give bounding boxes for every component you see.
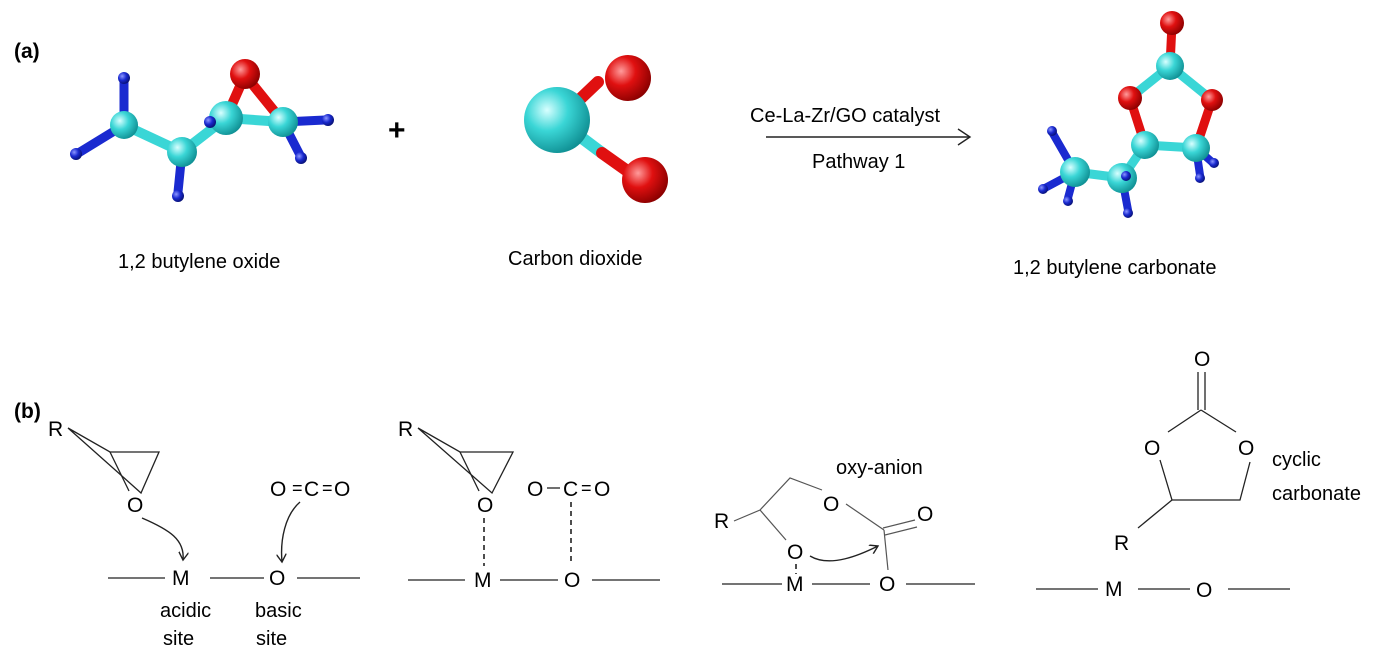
basic-site-label: basic [255,600,302,622]
carbon-atom [1060,157,1090,187]
mechanism-step-2: R O O C = O M O [398,418,660,592]
co2-oxygen: O [527,478,543,501]
hydrogen-atom [1209,158,1219,168]
product-name: 1,2 butylene carbonate [1013,257,1217,279]
mechanism-step-4: O O O R cyclic carbonate M O [1036,348,1361,602]
svg-text:=: = [581,478,592,498]
hydrogen-atom [1047,126,1057,136]
carbon-atom [110,111,138,139]
curved-arrow [282,501,301,562]
hydrogen-atom [1038,184,1048,194]
reactant1-name: 1,2 butylene oxide [118,251,280,273]
hydrogen-atom [118,72,130,84]
epoxide-ring [67,427,160,495]
oxygen-atom [1160,11,1184,35]
epoxide-ring [417,427,515,495]
butylene-carbonate-model [1038,11,1223,218]
hydrogen-atom [70,148,82,160]
acidic-site-label: acidic [160,600,211,622]
co2-oxygen: O [270,478,286,501]
surface-oxygen: O [269,567,285,590]
carbon-atom [209,101,243,135]
r-group: R [398,418,413,441]
hydrogen-atom [1195,173,1205,183]
metal-site: M [474,569,492,592]
svg-text:=: = [292,478,303,498]
curved-arrow [809,546,878,562]
oxygen-atom [230,59,260,89]
co2-carbon: C [563,478,578,501]
panel-b-label: (b) [14,400,41,423]
ring-oxygen: O [823,493,839,516]
metal-site: M [786,573,804,596]
metal-site: M [172,567,190,590]
ring-oxygen: O [1144,437,1160,460]
r-group: R [48,418,63,441]
hydrogen-atom [295,152,307,164]
surface-oxygen: O [1196,579,1212,602]
epoxide-oxygen: O [127,494,143,517]
plus-sign: + [388,114,406,147]
surface-oxygen: O [564,569,580,592]
mechanism-step-3: oxy-anion R O O O M O [714,457,975,596]
curved-arrow [141,517,183,560]
oxygen-atom [1118,86,1142,110]
carbon-atom [1156,52,1184,80]
oxygen-atom [622,157,668,203]
hydrogen-atom [1123,208,1133,218]
carbon-atom [1182,134,1210,162]
co2-oxygen: O [594,478,610,501]
carbon-atom [1131,131,1159,159]
r-group: R [1114,532,1129,555]
metal-site: M [1105,578,1123,601]
carbonyl-oxygen: O [1194,348,1210,371]
catalyst-label: Ce-La-Zr/GO catalyst [750,105,940,127]
hydrogen-atom [204,116,216,128]
reaction-arrowhead [957,128,972,146]
oxygen-atom [1201,89,1223,111]
epoxide-oxygen: O [477,494,493,517]
svg-text:carbonate: carbonate [1272,483,1361,505]
co2-carbon: C [304,478,319,501]
hydrogen-atom [172,190,184,202]
pathway-label: Pathway 1 [812,151,905,173]
carbon-atom [524,87,590,153]
ring-oxygen: O [1238,437,1254,460]
carbonyl-oxygen: O [917,503,933,526]
co2-oxygen: O [334,478,350,501]
carbon-atom [268,107,298,137]
surface-oxygen: O [879,573,895,596]
carbon-dioxide-model [524,55,668,203]
butylene-oxide-model [70,59,334,202]
svg-text:=: = [322,478,333,498]
oxy-anion-label: oxy-anion [836,457,923,479]
panel-a-label: (a) [14,40,40,63]
hydrogen-atom [1121,171,1131,181]
oxygen-atom [605,55,651,101]
r-group: R [714,510,729,533]
mechanism-step-1: R O O = C = O M O acidic site basic site [48,418,360,650]
hydrogen-atom [322,114,334,126]
svg-text:site: site [163,628,194,650]
svg-text:site: site [256,628,287,650]
carbon-atom [167,137,197,167]
bound-oxygen: O [787,541,803,564]
reactant2-name: Carbon dioxide [508,248,643,270]
hydrogen-atom [1063,196,1073,206]
cyclic-carbonate-label: cyclic [1272,449,1321,471]
